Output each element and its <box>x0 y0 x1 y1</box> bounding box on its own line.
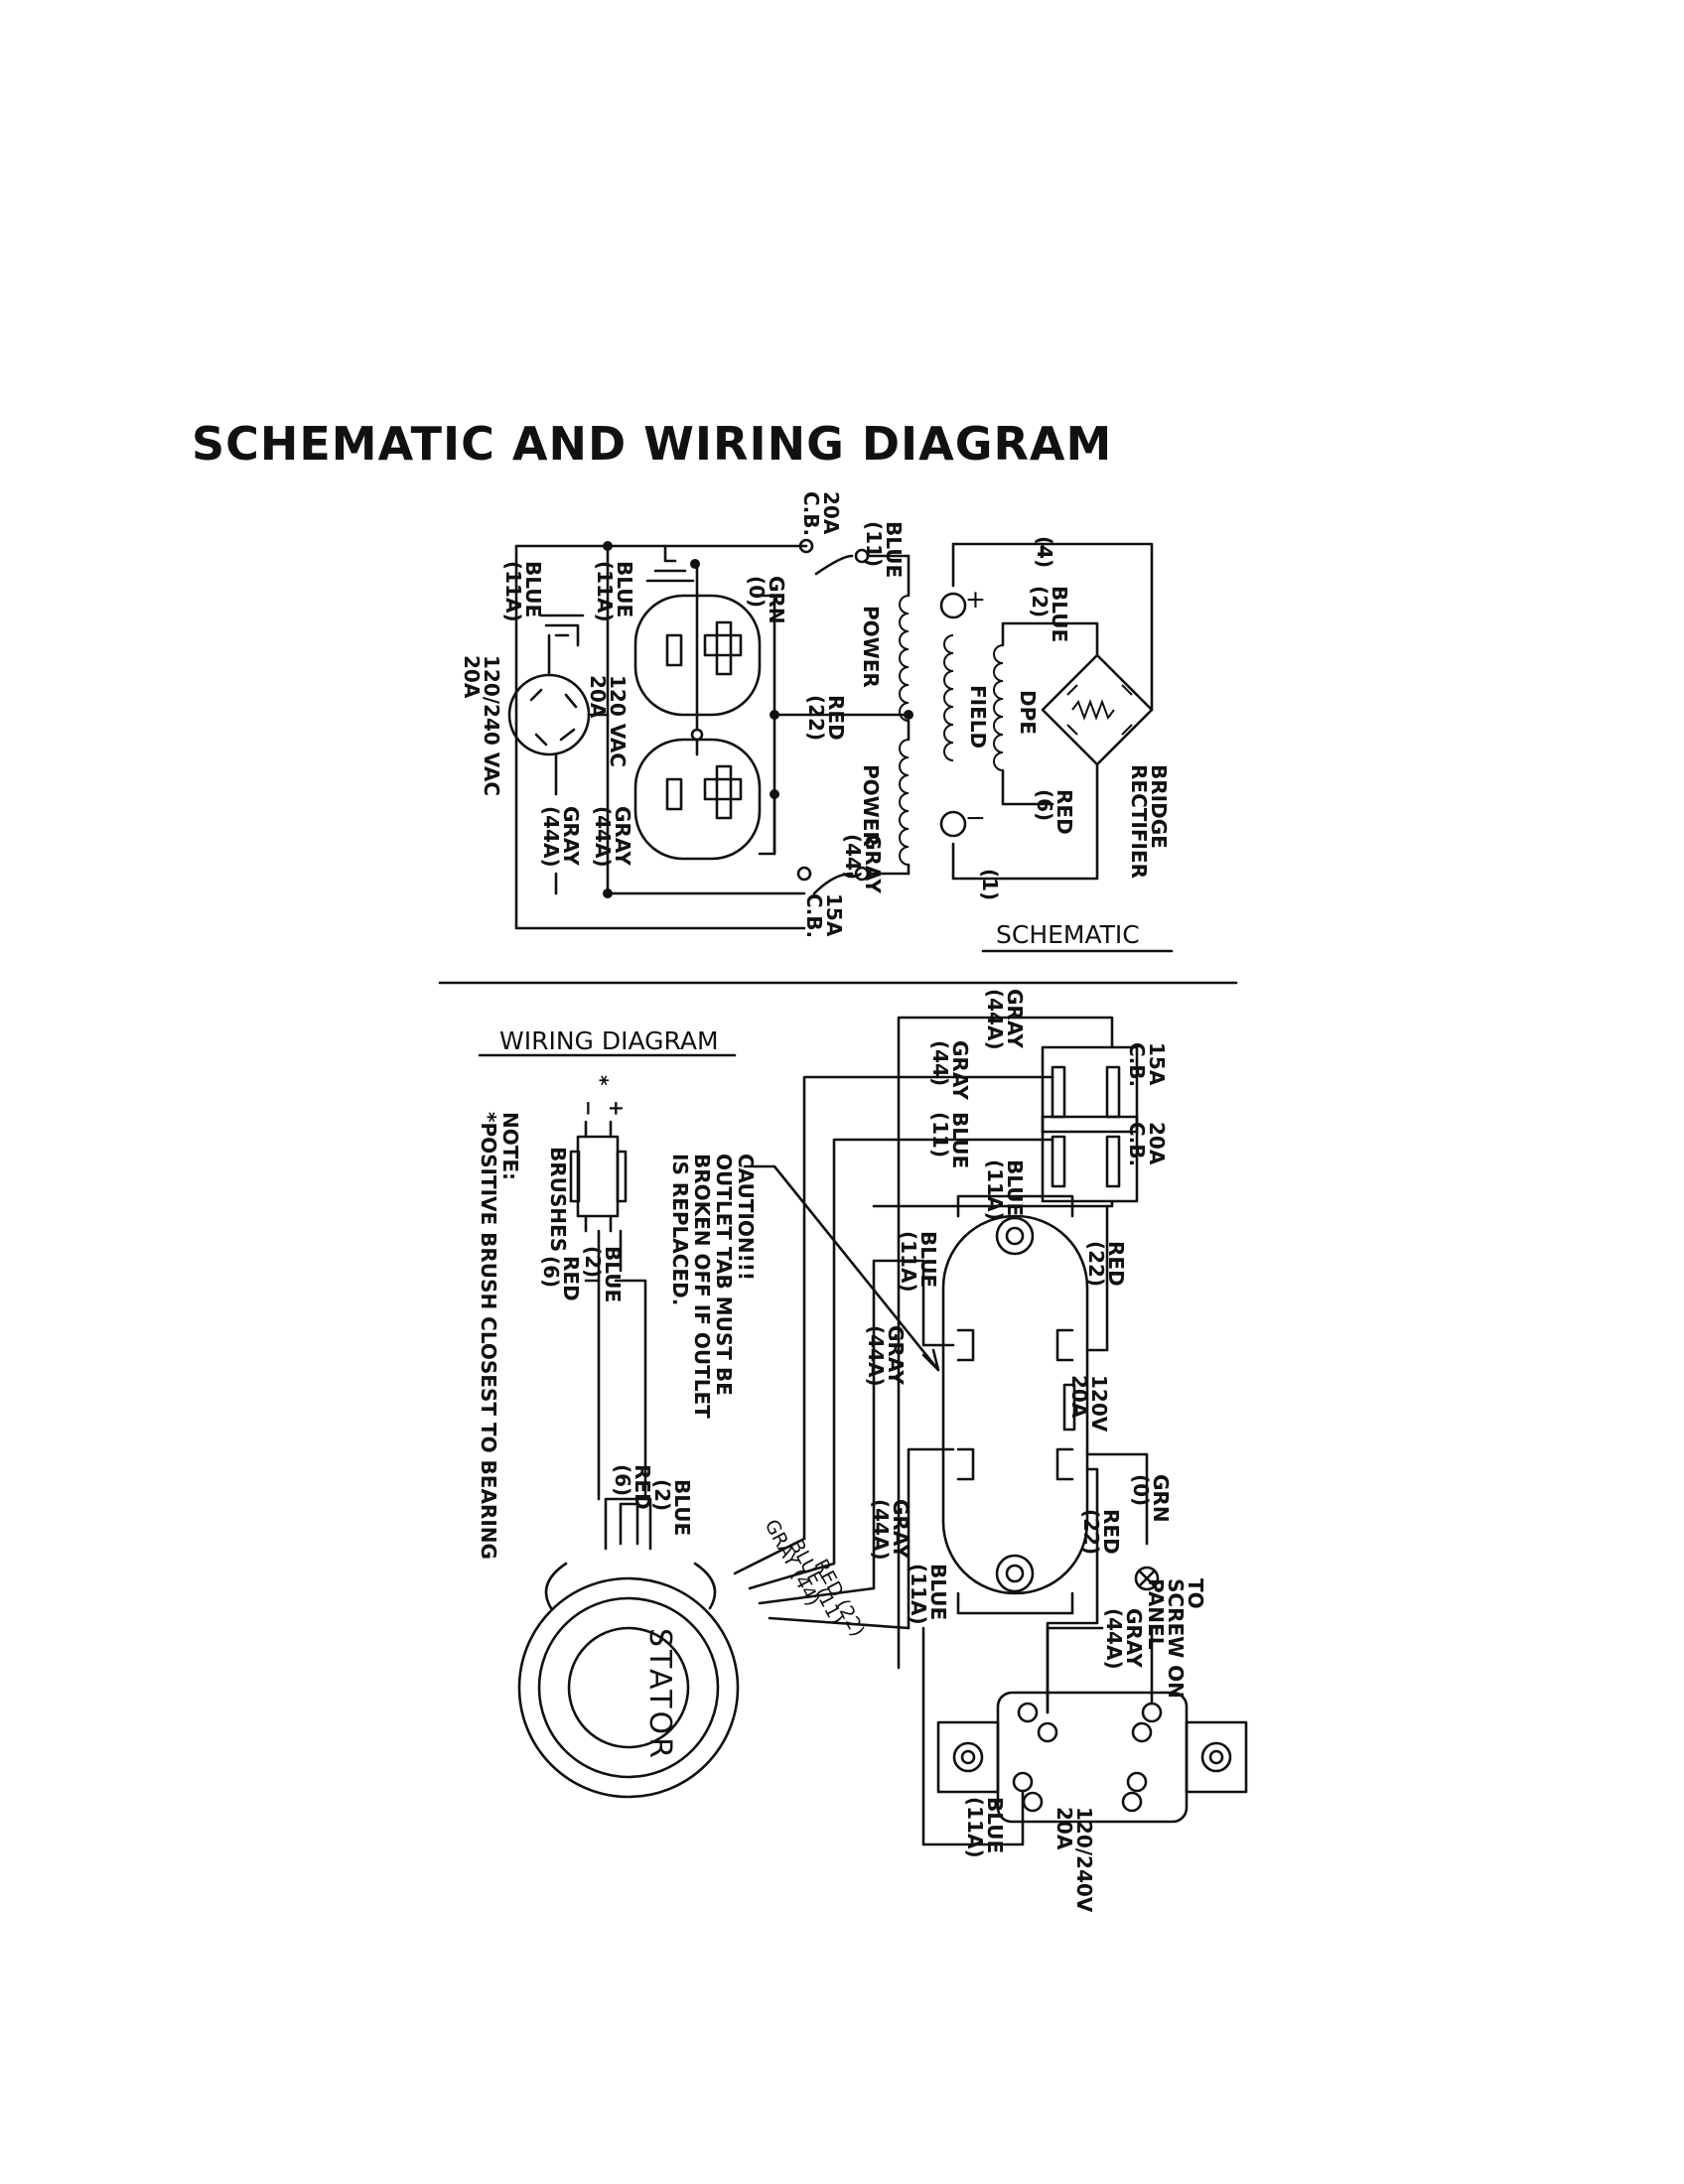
label-w1: (1) <box>978 869 1002 900</box>
label-grn-0: GRN(0) <box>1129 1474 1173 1523</box>
label-blue-11a-left: BLUE(11A) <box>897 1231 940 1293</box>
stator <box>517 1497 740 1799</box>
duplex-outlet <box>941 1194 1089 1615</box>
label-gray-44a-mid: GRAY(44A) <box>864 1325 908 1387</box>
cb15-contact-a <box>796 866 812 882</box>
twistlock-receptacle <box>507 633 610 796</box>
label-grn-0: GRN(0) <box>745 576 788 624</box>
cb20-contact-a <box>798 538 814 554</box>
label-dpe: DPE <box>1016 690 1040 735</box>
label-red-6-brush: RED(6) <box>539 1256 583 1301</box>
label-twistlock-wiring: 120/240V20A <box>1052 1807 1096 1913</box>
label-minus: − <box>965 803 986 832</box>
wiring-section: WIRING DIAGRAM <box>478 1016 1248 1846</box>
label-blue-11a-outer: BLUE(11A) <box>501 561 545 622</box>
label-blue-2: BLUE(2) <box>1028 586 1071 642</box>
cb20-switch <box>814 554 854 576</box>
breaker-20a <box>1041 1115 1139 1203</box>
schematic-labels: 20AC.B. BLUE(11) BLUE(11A) BLUE(11A) GRN… <box>460 491 1171 949</box>
label-cb15: 15AC.B. <box>802 893 846 938</box>
screw-icon <box>1134 1566 1160 1591</box>
label-brush-star: * <box>589 1075 613 1086</box>
label-blue-11a-bottom: BLUE(11A) <box>963 1797 1007 1858</box>
ground-icon <box>645 544 695 583</box>
label-brush-minus: − <box>577 1100 601 1117</box>
label-cb20: 20AC.B. <box>799 491 843 536</box>
label-power-bottom: POWER <box>859 764 883 847</box>
label-gray-44: GRAY(44) <box>928 1040 972 1100</box>
label-power-top: POWER <box>859 606 883 688</box>
label-blue-11: BLUE(11) <box>862 521 906 578</box>
twistlock-outlet <box>936 1691 1248 1824</box>
label-gray-44a-outer: GRAY(44A) <box>539 806 583 868</box>
label-field: FIELD <box>966 685 990 749</box>
dpe-winding <box>993 621 1099 806</box>
label-red-22-top: RED(22) <box>1084 1241 1128 1287</box>
wiring-labels: 15AC.B. 20AC.B. GRAY(44A) GRAY(44) BLUE(… <box>477 989 1207 1913</box>
duplex-receptacle <box>633 562 911 861</box>
label-blue-2-stator: BLUE(2) <box>650 1479 694 1536</box>
label-red-6: RED(6) <box>1033 789 1076 835</box>
label-brushes: BRUSHES <box>546 1147 570 1252</box>
label-plus: + <box>965 585 986 614</box>
label-duplex: 120 VAC20A <box>586 675 630 767</box>
page-title: SCHEMATIC AND WIRING DIAGRAM <box>192 417 1113 471</box>
label-gray-44a-inner: GRAY(44A) <box>591 806 634 868</box>
schematic-title: SCHEMATIC <box>996 920 1140 949</box>
note: NOTE: *POSITIVE BRUSH CLOSEST TO BEARING <box>477 1112 522 1560</box>
label-brush-plus: + <box>605 1100 629 1117</box>
label-blue-11a-top: BLUE(11A) <box>983 1160 1027 1221</box>
label-gray-44: GRAY(44) <box>841 834 885 893</box>
label-red-22: RED(22) <box>804 695 848 741</box>
power-winding-top <box>899 554 911 742</box>
wire-blue-11a-outer <box>514 544 806 930</box>
label-twistlock: 120/240 VAC20A <box>460 655 503 796</box>
label-stator: STATOR <box>642 1628 677 1761</box>
label-blue-11: BLUE(11) <box>928 1112 972 1168</box>
label-cb20-wiring: 20AC.B. <box>1125 1122 1169 1166</box>
breaker-15a <box>1041 1045 1139 1134</box>
label-gray-44a-right: GRAY(44A) <box>1102 1608 1146 1670</box>
label-red-22-low: RED(22) <box>1079 1509 1123 1555</box>
wiring-title: WIRING DIAGRAM <box>499 1026 719 1055</box>
brushes-icon <box>569 1120 628 1233</box>
label-blue-11a-low: BLUE(11A) <box>907 1564 950 1625</box>
schematic-section <box>438 538 1238 985</box>
label-screw: TOSCREW ONPANEL <box>1144 1578 1207 1699</box>
label-blue-11a-inner: BLUE(11A) <box>593 561 636 622</box>
ground-icon-2 <box>539 614 585 647</box>
caution-arrow <box>743 1164 940 1372</box>
label-gray-44a-low: GRAY(44A) <box>869 1499 912 1561</box>
label-gray-44a-top: GRAY(44A) <box>983 989 1027 1050</box>
bridge-rectifier <box>1001 542 1154 881</box>
label-w4: (4) <box>1033 536 1056 568</box>
caution-note: CAUTION!!! OUTLET TAB MUST BE BROKEN OFF… <box>668 1154 758 1426</box>
label-rectifier: BRIDGERECTIFIER <box>1127 764 1171 879</box>
power-winding-bottom <box>899 739 911 876</box>
cb15-switch <box>812 872 854 895</box>
label-blue-2-brush: BLUE(2) <box>581 1246 625 1302</box>
label-red-6-stator: RED(6) <box>611 1464 654 1510</box>
label-outlet: 120V20A <box>1067 1375 1111 1433</box>
label-cb15-wiring: 15AC.B. <box>1125 1042 1169 1087</box>
